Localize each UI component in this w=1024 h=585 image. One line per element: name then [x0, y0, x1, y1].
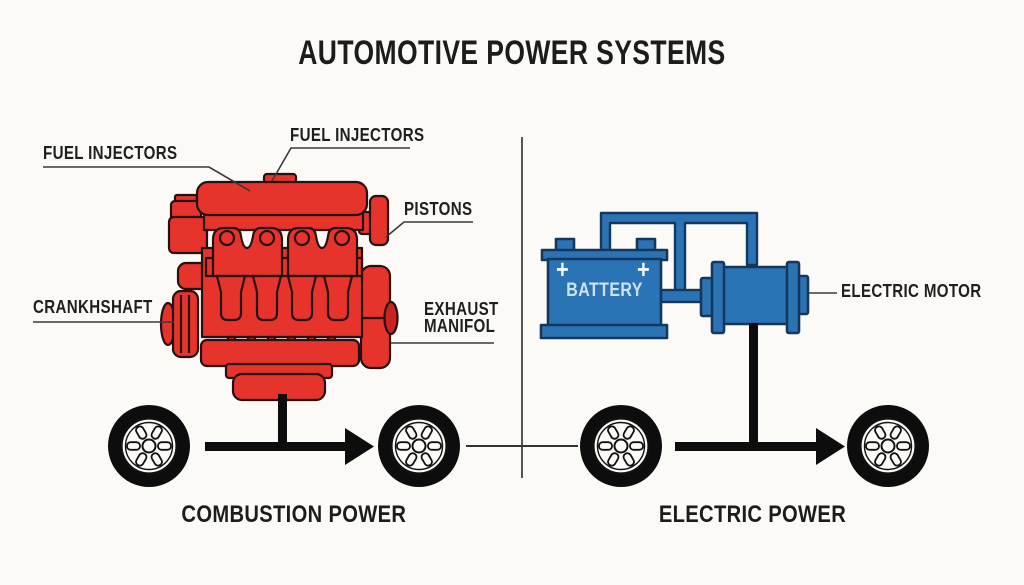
wheel-icon	[578, 403, 664, 489]
battery-label: BATTERY	[566, 280, 643, 301]
caption-combustion-power: COMBUSTION POWER	[181, 501, 407, 528]
engine-icon	[159, 172, 399, 402]
battery-icon	[539, 237, 669, 340]
label-fuel-injectors-top: FUEL INJECTORS	[290, 125, 425, 145]
electric-motor-icon	[699, 260, 810, 335]
caption-electric-power: ELECTRIC POWER	[658, 501, 846, 528]
page-title: AUTOMOTIVE POWER SYSTEMS	[298, 34, 726, 72]
electric-drive-arrow	[675, 323, 845, 465]
label-pointer-lines	[33, 147, 837, 344]
pistons-pointer	[385, 221, 473, 238]
label-fuel-injectors-left: FUEL INJECTORS	[43, 143, 178, 163]
wheel-icon	[376, 403, 462, 489]
label-crankshaft: CRANKHSHAFT	[33, 297, 153, 317]
fuel-injectors-top-pointer	[271, 147, 410, 182]
wheel-icon	[845, 403, 931, 489]
label-pistons: PISTONS	[404, 199, 473, 219]
fuel-injectors-left-pointer	[43, 166, 251, 192]
battery-plus-right: +	[637, 254, 650, 284]
combustion-drive-arrow	[205, 394, 374, 465]
label-exhaust-manifold: EXHAUST MANIFOL	[424, 299, 499, 336]
battery-plus-left: +	[556, 254, 569, 284]
wheel-icon	[106, 403, 192, 489]
label-electric-motor: ELECTRIC MOTOR	[841, 281, 982, 301]
